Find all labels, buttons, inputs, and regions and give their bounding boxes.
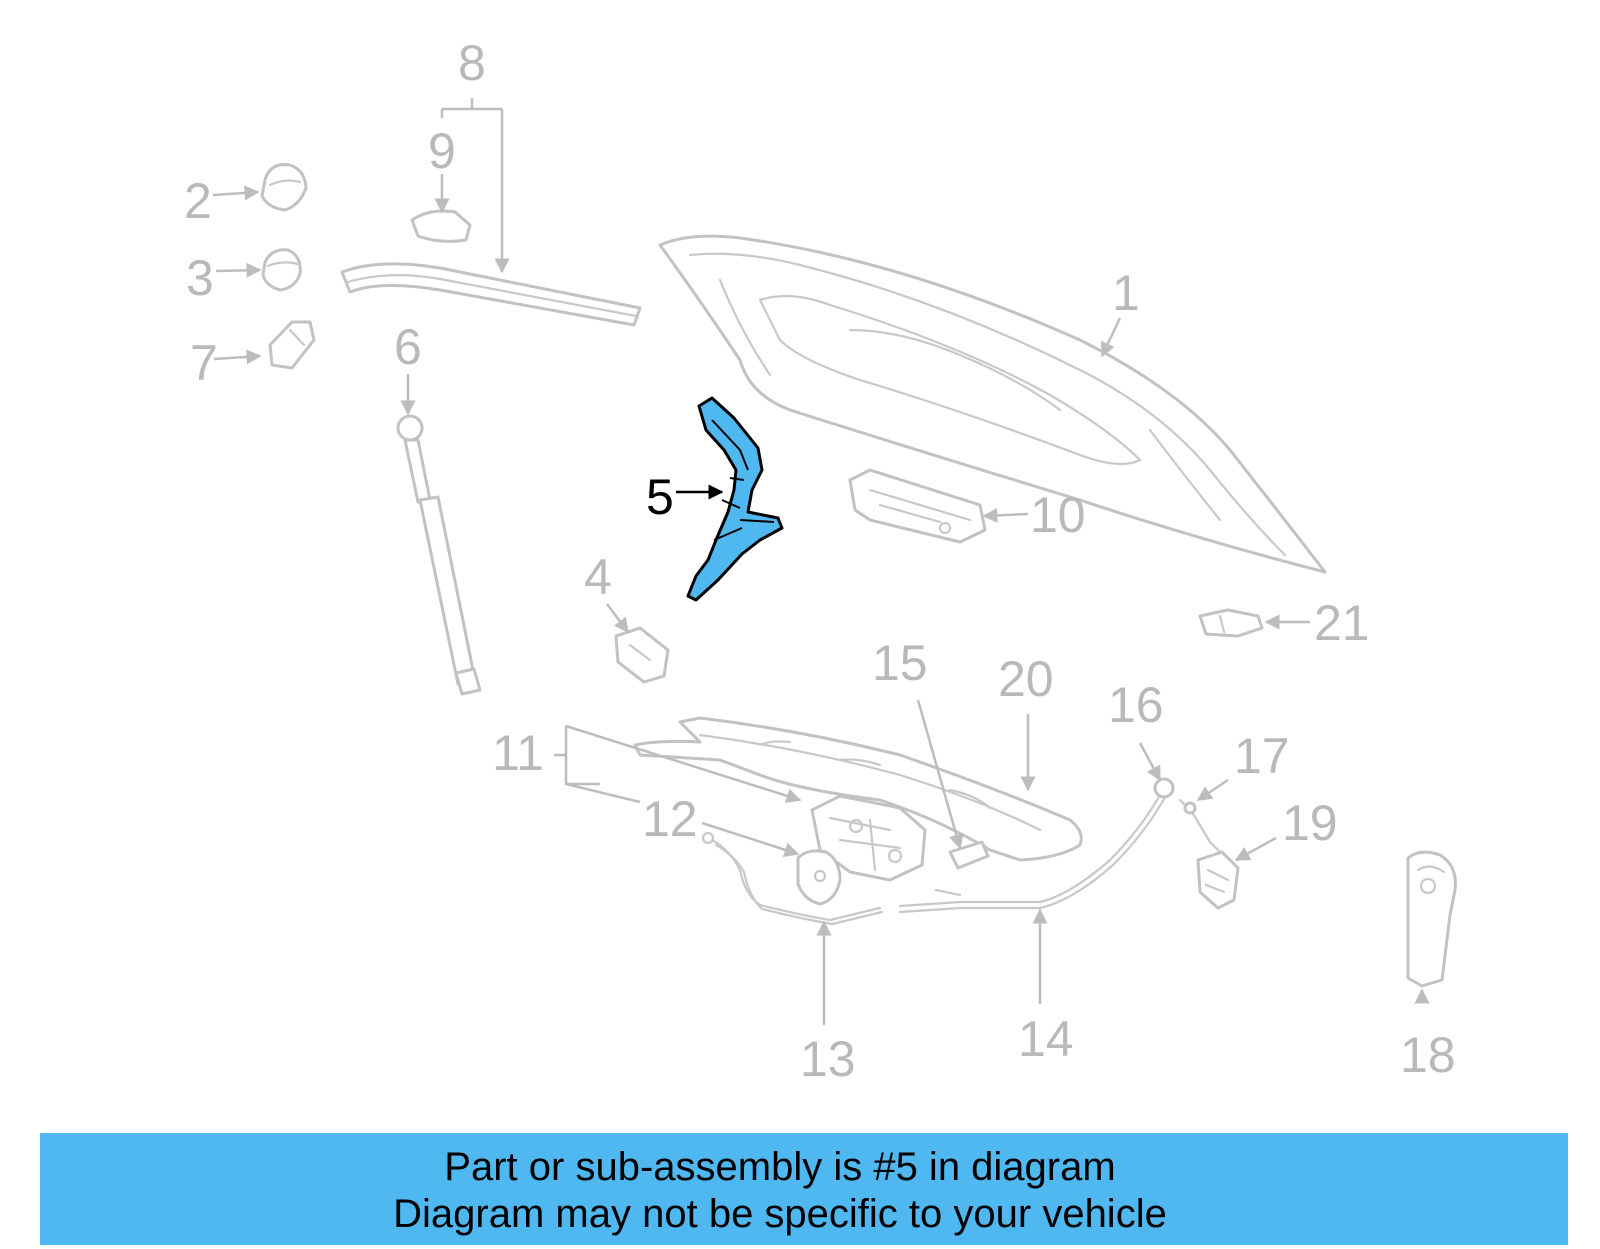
clip-part-15 (948, 840, 990, 870)
banner-part-note: Part or sub-assembly is #5 in diagram (444, 1145, 1116, 1189)
info-banner: Part or sub-assembly is #5 in diagram Di… (40, 1133, 1568, 1245)
release-knob-part-17 (1183, 801, 1197, 815)
gas-strut (396, 414, 482, 696)
clip-part-9 (410, 209, 472, 243)
callout-21: 21 (1314, 595, 1370, 651)
banner-disclaimer: Diagram may not be specific to your vehi… (393, 1192, 1167, 1236)
callout-20: 20 (998, 651, 1054, 707)
hood-hinge-highlighted (686, 396, 784, 602)
callout-7: 7 (190, 335, 218, 391)
callout-19: 19 (1282, 795, 1338, 851)
release-cable-14 (898, 793, 1166, 914)
hood-panel (658, 234, 1327, 574)
callout-14: 14 (1018, 1011, 1074, 1067)
support-panel (633, 716, 1083, 862)
release-handle-part-18 (1406, 850, 1457, 988)
callout-16: 16 (1108, 677, 1164, 733)
bumper-part-7 (268, 320, 316, 370)
callout-12: 12 (642, 791, 698, 847)
callout-4: 4 (584, 549, 612, 605)
grommet-part-16 (1153, 777, 1175, 799)
release-cable-13 (701, 831, 884, 926)
callout-17: 17 (1234, 728, 1290, 784)
callout-6: 6 (394, 319, 422, 375)
callout-9: 9 (428, 123, 456, 179)
bumper-part-4 (614, 626, 670, 684)
callout-5: 5 (646, 469, 674, 525)
callout-10: 10 (1030, 487, 1086, 543)
callout-13: 13 (800, 1031, 856, 1087)
latch-striker (848, 468, 987, 544)
callout-2: 2 (184, 173, 212, 229)
callout-1: 1 (1112, 265, 1140, 321)
callout-3: 3 (186, 250, 214, 306)
release-handle-bracket (1196, 850, 1240, 910)
bumper-part-2 (260, 163, 308, 212)
leader-lines (212, 98, 1430, 1025)
bumper-part-21 (1198, 608, 1264, 638)
latch-cover (796, 849, 842, 906)
callout-8: 8 (458, 35, 486, 91)
callout-18: 18 (1400, 1027, 1456, 1083)
hood-seal-strip (340, 262, 642, 327)
bumper-part-3 (261, 248, 302, 292)
latch-assembly (810, 794, 927, 882)
callout-11: 11 (492, 725, 544, 781)
callout-15: 15 (872, 635, 928, 691)
callout-labels: 1 2 3 4 5 6 7 8 9 10 11 12 13 14 15 16 1… (184, 35, 1456, 1087)
